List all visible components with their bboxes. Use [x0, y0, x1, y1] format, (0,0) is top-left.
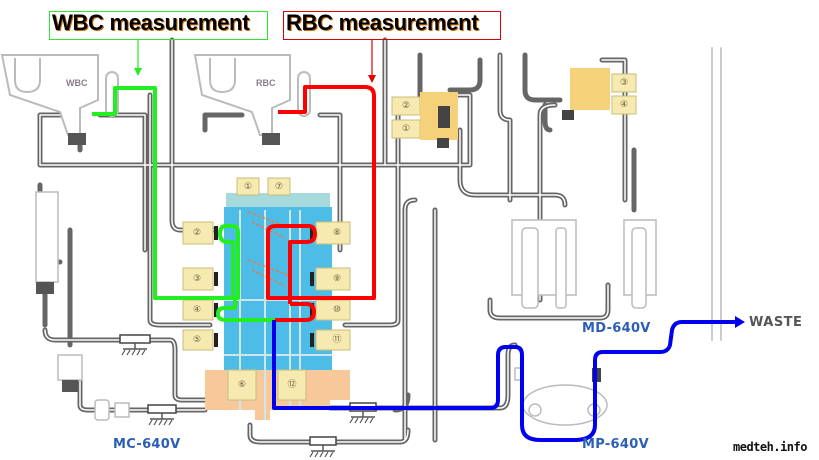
rbc-measurement-title: RBC measurement [283, 11, 501, 40]
valve-grid [182, 177, 351, 401]
valve-label: ④ [192, 305, 202, 315]
rbc-chamber [193, 54, 311, 145]
valve-label: ④ [619, 100, 629, 110]
wbc-measurement-title: WBC measurement [49, 11, 268, 40]
waste-label: WASTE [749, 315, 803, 330]
rbc-flow-path [266, 85, 376, 322]
wbc-chamber [0, 54, 119, 145]
valve-label: ② [192, 228, 202, 238]
waste-flow-path [272, 316, 745, 442]
valve-label: ⑨ [332, 274, 342, 284]
tubing [37, 37, 722, 445]
wbc-flow-path [92, 86, 275, 322]
valve-label: ⑫ [287, 380, 297, 390]
valve-label: ⑪ [332, 335, 342, 345]
rbc-chamber-label: RBC [256, 78, 276, 88]
reagent-bottles [511, 219, 657, 309]
valve-label: ① [243, 182, 253, 192]
valve-label: ⑥ [237, 380, 247, 390]
mp-model-label: MP-640V [582, 437, 649, 452]
valve-label: ③ [192, 274, 202, 284]
valve-label: ① [401, 124, 411, 134]
valve-block-upper-left [391, 92, 458, 148]
left-reservoir [35, 191, 130, 421]
valve-label: ⑧ [332, 228, 342, 238]
valve-label: ② [401, 101, 411, 111]
mc-model-label: MC-640V [113, 437, 181, 452]
wbc-chamber-label: WBC [66, 78, 88, 88]
valve-block-upper-right [562, 68, 637, 120]
watermark: medteh.info [733, 440, 807, 454]
valve-label: ③ [619, 78, 629, 88]
title-pointers [134, 40, 376, 83]
valve-label: ⑦ [274, 182, 284, 192]
valve-label: ⑤ [192, 335, 202, 345]
valve-label: ⑩ [332, 305, 342, 315]
md-model-label: MD-640V [582, 321, 651, 336]
